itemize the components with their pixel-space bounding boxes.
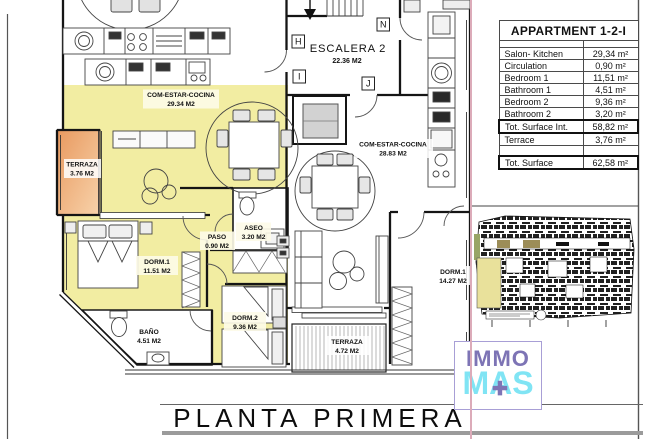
- svg-text:COM-ESTAR-COCINA: COM-ESTAR-COCINA: [359, 142, 427, 149]
- door-label-i: I: [298, 72, 301, 82]
- logo-line1: IMMO: [466, 346, 530, 371]
- wardrobe-dorm1-right: [390, 286, 414, 366]
- svg-text:4.51 M2: 4.51 M2: [137, 338, 161, 345]
- row-value: 4,51 m²: [582, 83, 639, 96]
- row-value: 58,82 m²: [582, 119, 639, 134]
- sliding-window: [99, 212, 206, 219]
- dining-table-right: [294, 150, 376, 232]
- wardrobe-dorm1-left: [181, 251, 201, 309]
- kitchen-column-right: [403, 0, 471, 188]
- row-value: 9,36 m²: [582, 95, 639, 108]
- title-rule-bottom: [162, 431, 643, 435]
- door-label-n: N: [380, 20, 387, 30]
- door-label-h: H: [295, 37, 302, 47]
- balcony-sliding-door: [291, 306, 387, 319]
- row-value: 0,90 m²: [582, 59, 639, 72]
- row-label: Bedroom 1: [498, 71, 584, 84]
- row-label: Tot. Surface: [498, 155, 584, 170]
- sofa: [294, 230, 323, 309]
- row-value: 62,58 m²: [582, 155, 639, 170]
- plus-icon: ✚: [492, 379, 508, 400]
- door-label-j: J: [366, 79, 371, 89]
- svg-text:DORM.2: DORM.2: [232, 315, 258, 322]
- row-value: 11,51 m²: [582, 71, 639, 84]
- svg-text:4.72 M2: 4.72 M2: [335, 348, 359, 355]
- elevator: [292, 95, 347, 145]
- door-arcs: [182, 17, 465, 332]
- plants-left: [141, 168, 177, 205]
- meter-boxes: [276, 235, 290, 259]
- down-arrow-icon: [304, 0, 316, 20]
- page-title: PLANTA PRIMERA: [173, 403, 467, 433]
- row-value: 3,20 m²: [582, 107, 639, 121]
- sideboard: [112, 130, 196, 149]
- title-rule-top: [160, 404, 643, 405]
- svg-text:11.51 M2: 11.51 M2: [143, 268, 170, 275]
- row-label: Salon- Kitchen: [498, 47, 584, 60]
- bed-dorm1-left: [64, 220, 153, 289]
- table-header: APPARTMENT 1-2-I: [498, 20, 639, 41]
- svg-text:TERRAZA: TERRAZA: [66, 162, 98, 169]
- room-labels: COM-ESTAR-COCINA 29.34 M2 TERRAZA 3.76 M…: [64, 89, 475, 355]
- bathroom-fixtures: [109, 310, 170, 366]
- row-label: Terrace: [498, 132, 584, 146]
- panel-divider: [470, 0, 472, 439]
- tv-cabinet: [375, 235, 389, 304]
- dining-table-left: [205, 101, 299, 195]
- row-label: Bathroom 1: [498, 83, 584, 96]
- table-row-total-int: Tot. Surface Int.58,82 m²: [498, 119, 639, 134]
- row-value: 3,76 m²: [582, 132, 639, 146]
- svg-text:TERRAZA: TERRAZA: [331, 339, 363, 346]
- row-label: Circulation: [498, 59, 584, 72]
- row-value: 29,34 m²: [582, 47, 639, 60]
- row-label: Bedroom 2: [498, 95, 584, 108]
- svg-text:PASO: PASO: [208, 234, 226, 241]
- svg-text:DORM.1: DORM.1: [440, 269, 466, 276]
- plants-right: [329, 250, 365, 290]
- key-plan-highlight: [476, 257, 502, 309]
- svg-text:3.76 M2: 3.76 M2: [70, 171, 94, 178]
- svg-text:0.90 M2: 0.90 M2: [205, 243, 229, 250]
- svg-text:BAÑO: BAÑO: [139, 327, 158, 336]
- svg-text:DORM.1: DORM.1: [144, 259, 170, 266]
- svg-text:3.20 M2: 3.20 M2: [242, 234, 266, 241]
- svg-text:ASEO: ASEO: [244, 225, 263, 232]
- staircase: [326, 0, 364, 16]
- svg-text:14.27 M2: 14.27 M2: [439, 278, 467, 285]
- kitchen-counters-left: [62, 0, 231, 86]
- stairwell-name: ESCALERA 2: [310, 43, 386, 55]
- stairwell-area: 22.36 M2: [332, 58, 361, 65]
- svg-text:COM-ESTAR-COCINA: COM-ESTAR-COCINA: [147, 92, 215, 99]
- svg-text:28.83 M2: 28.83 M2: [379, 151, 407, 158]
- diagonal-wall: [59, 291, 138, 368]
- closet-hall: [232, 250, 288, 274]
- key-plan: [474, 215, 635, 321]
- row-label: Tot. Surface Int.: [498, 119, 584, 134]
- door-labels: [291, 17, 390, 91]
- logo-line2: MAS: [462, 365, 534, 401]
- immo-mas-logo: IMMO MAS ✚: [454, 341, 542, 410]
- svg-text:9.36 M2: 9.36 M2: [233, 324, 257, 331]
- row-label: Bathroom 2: [498, 107, 584, 121]
- svg-text:29.34 M2: 29.34 M2: [167, 101, 195, 108]
